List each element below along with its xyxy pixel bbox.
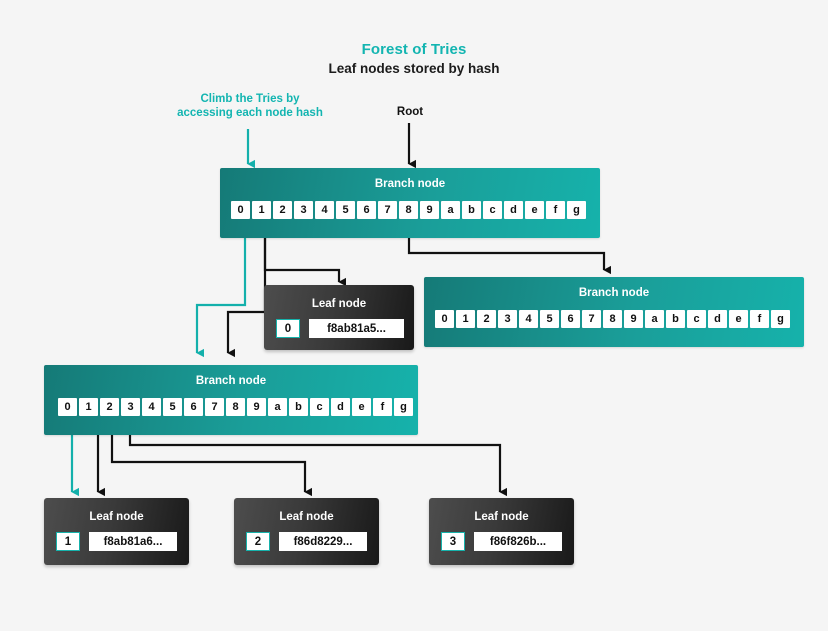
cell-8[interactable]: 8: [226, 398, 245, 416]
leaf-node-2-row: 2 f86d8229...: [246, 532, 367, 551]
leaf-node-top-hash[interactable]: f8ab81a5...: [309, 319, 404, 338]
leaf-node-2-index[interactable]: 2: [246, 532, 270, 551]
cell-c[interactable]: c: [310, 398, 329, 416]
leaf-node-3-row: 3 f86f826b...: [441, 532, 562, 551]
cell-c[interactable]: c: [483, 201, 502, 219]
leaf-node-2-hash[interactable]: f86d8229...: [279, 532, 367, 551]
cell-1[interactable]: 1: [456, 310, 475, 328]
cell-0[interactable]: 0: [231, 201, 250, 219]
cell-3[interactable]: 3: [121, 398, 140, 416]
cell-f[interactable]: f: [750, 310, 769, 328]
cell-f[interactable]: f: [373, 398, 392, 416]
cell-7[interactable]: 7: [205, 398, 224, 416]
cell-2[interactable]: 2: [477, 310, 496, 328]
cell-2[interactable]: 2: [100, 398, 119, 416]
cell-b[interactable]: b: [462, 201, 481, 219]
cell-4[interactable]: 4: [315, 201, 334, 219]
cell-2[interactable]: 2: [273, 201, 292, 219]
cell-9[interactable]: 9: [247, 398, 266, 416]
cell-a[interactable]: a: [268, 398, 287, 416]
cell-b[interactable]: b: [289, 398, 308, 416]
cell-3[interactable]: 3: [294, 201, 313, 219]
cell-4[interactable]: 4: [142, 398, 161, 416]
cell-g[interactable]: g: [567, 201, 586, 219]
leaf-node-3-hash[interactable]: f86f826b...: [474, 532, 562, 551]
cell-1[interactable]: 1: [252, 201, 271, 219]
cell-d[interactable]: d: [331, 398, 350, 416]
leaf-node-3[interactable]: Leaf node 3 f86f826b...: [429, 498, 574, 565]
cell-f[interactable]: f: [546, 201, 565, 219]
cell-g[interactable]: g: [771, 310, 790, 328]
leaf-node-1[interactable]: Leaf node 1 f8ab81a6...: [44, 498, 189, 565]
cell-9[interactable]: 9: [624, 310, 643, 328]
cell-8[interactable]: 8: [399, 201, 418, 219]
cell-c[interactable]: c: [687, 310, 706, 328]
leaf-node-3-index[interactable]: 3: [441, 532, 465, 551]
branch-node-root-label: Branch node: [374, 178, 446, 190]
annotation-root: Root: [396, 106, 424, 118]
cell-7[interactable]: 7: [582, 310, 601, 328]
wire-left-cell3-to-leaf3: [128, 428, 507, 497]
cell-6[interactable]: 6: [357, 201, 376, 219]
cell-e[interactable]: e: [729, 310, 748, 328]
leaf-node-2-label: Leaf node: [279, 511, 334, 523]
wire-root-cell0-to-left-branch: [195, 230, 247, 358]
page-title: Forest of Tries: [361, 41, 467, 58]
branch-node-right[interactable]: Branch node 0 1 2 3 4 5 6 7 8 9 a b c d …: [424, 277, 804, 347]
branch-node-root[interactable]: Branch node 0 1 2 3 4 5 6 7 8 9 a b c d …: [220, 168, 600, 238]
leaf-node-top-label: Leaf node: [311, 298, 367, 310]
branch-node-left-cells: 0 1 2 3 4 5 6 7 8 9 a b c d e f g: [58, 398, 413, 416]
cell-0[interactable]: 0: [435, 310, 454, 328]
leaf-node-1-label: Leaf node: [89, 511, 144, 523]
branch-node-left-label: Branch node: [195, 375, 267, 387]
leaf-node-1-hash[interactable]: f8ab81a6...: [89, 532, 177, 551]
leaf-node-top[interactable]: Leaf node 0 f8ab81a5...: [264, 285, 414, 350]
leaf-node-3-label: Leaf node: [474, 511, 529, 523]
cell-1[interactable]: 1: [79, 398, 98, 416]
page-subtitle: Leaf nodes stored by hash: [328, 61, 500, 76]
leaf-node-2[interactable]: Leaf node 2 f86d8229...: [234, 498, 379, 565]
cell-9[interactable]: 9: [420, 201, 439, 219]
branch-node-left[interactable]: Branch node 0 1 2 3 4 5 6 7 8 9 a b c d …: [44, 365, 418, 435]
leaf-node-top-index[interactable]: 0: [276, 319, 300, 338]
cell-d[interactable]: d: [504, 201, 523, 219]
cell-4[interactable]: 4: [519, 310, 538, 328]
branch-node-root-cells: 0 1 2 3 4 5 6 7 8 9 a b c d e f g: [231, 201, 586, 219]
cell-0[interactable]: 0: [58, 398, 77, 416]
cell-e[interactable]: e: [525, 201, 544, 219]
leaf-node-1-index[interactable]: 1: [56, 532, 80, 551]
annotation-climb-the-tries: Climb the Tries by accessing each node h…: [177, 93, 323, 119]
branch-node-right-label: Branch node: [578, 287, 650, 299]
cell-3[interactable]: 3: [498, 310, 517, 328]
wire-root-cell1-to-left-branch: [226, 230, 267, 358]
cell-7[interactable]: 7: [378, 201, 397, 219]
cell-5[interactable]: 5: [336, 201, 355, 219]
cell-b[interactable]: b: [666, 310, 685, 328]
cell-e[interactable]: e: [352, 398, 371, 416]
cell-g[interactable]: g: [394, 398, 413, 416]
wire-left-cell2-to-leaf2: [110, 428, 312, 497]
cell-a[interactable]: a: [645, 310, 664, 328]
cell-d[interactable]: d: [708, 310, 727, 328]
cell-5[interactable]: 5: [540, 310, 559, 328]
cell-6[interactable]: 6: [561, 310, 580, 328]
cell-5[interactable]: 5: [163, 398, 182, 416]
cell-8[interactable]: 8: [603, 310, 622, 328]
leaf-node-1-row: 1 f8ab81a6...: [56, 532, 177, 551]
leaf-node-top-row: 0 f8ab81a5...: [276, 319, 404, 338]
cell-6[interactable]: 6: [184, 398, 203, 416]
branch-node-right-cells: 0 1 2 3 4 5 6 7 8 9 a b c d e f g: [435, 310, 790, 328]
cell-a[interactable]: a: [441, 201, 460, 219]
